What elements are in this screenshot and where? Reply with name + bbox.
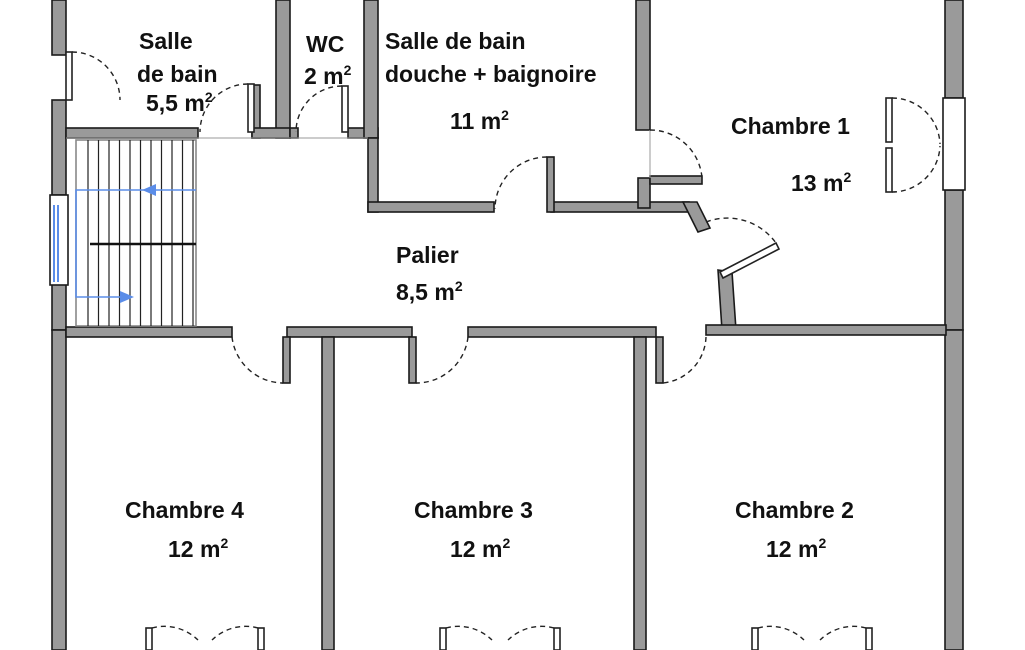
door-ch2	[662, 336, 707, 384]
wall-bath2-ch1	[635, 0, 651, 131]
wall-left-upper	[51, 0, 67, 56]
room-area-chambre4: 12 m2	[168, 535, 229, 562]
door-bath1	[199, 83, 255, 133]
door-ch1-right	[885, 97, 941, 193]
room-label-palier: Palier	[396, 242, 459, 268]
wall-angled-low	[717, 269, 737, 331]
room-label-chambre1: Chambre 1	[731, 113, 850, 139]
wall-wc-bottom	[289, 127, 299, 139]
wall-bath1-wc-top	[275, 0, 291, 139]
wall-right-top	[944, 0, 964, 99]
stair-treads	[87, 140, 194, 326]
wall-right-upper	[944, 189, 964, 331]
room-label-bath1-line2: de bain	[137, 61, 218, 87]
wall-wc-bath2	[363, 0, 379, 139]
room-area-chambre1: 13 m2	[791, 169, 852, 196]
window-ch2-bottom	[751, 625, 873, 650]
staircase	[75, 139, 197, 327]
door-ch4	[231, 336, 284, 384]
wall-angled	[681, 201, 712, 233]
wall-ch3-ch2	[633, 336, 647, 650]
wall-left-mid	[51, 99, 67, 196]
room-label-chambre3: Chambre 3	[414, 497, 533, 523]
wall-corridor-bottom-4	[705, 324, 947, 336]
room-area-chambre2: 12 m2	[766, 535, 827, 562]
stair-direction-line	[75, 189, 196, 298]
door-ch3	[415, 336, 469, 384]
wall-bath2-left-lower	[367, 137, 379, 213]
stair-arrow-down-icon	[120, 291, 134, 303]
wall-bath2-bottom-right	[550, 201, 690, 213]
wall-bath2-bottom-left	[367, 201, 495, 213]
room-label-bath2-line2: douche + baignoire	[385, 61, 597, 87]
stair-outline	[75, 139, 197, 327]
wall-ch4-door-jamb	[282, 336, 291, 384]
room-area-bath2: 11 m2	[450, 107, 509, 134]
wall-bath2-door-jamb	[546, 156, 555, 213]
stair-arrow-up-icon	[142, 184, 156, 196]
wall-bath2-ch1-low	[637, 177, 651, 209]
wall-left-lower	[51, 329, 67, 650]
room-area-chambre3: 12 m2	[450, 535, 511, 562]
door-wc	[295, 85, 349, 133]
room-label-chambre4: Chambre 4	[125, 497, 244, 523]
room-label-bath2-line1: Salle de bain	[385, 28, 526, 54]
room-label-wc: WC	[306, 31, 345, 57]
wall-corridor-bottom-1	[65, 326, 233, 338]
wall-corridor-bottom-2	[286, 326, 413, 338]
window-ch4-bottom	[145, 625, 265, 650]
wall-ch2-door-jamb	[655, 336, 664, 384]
room-area-bath1: 5,5 m2	[146, 89, 213, 116]
wall-corridor-bottom-3	[467, 326, 657, 338]
door-bath1-exterior	[65, 51, 121, 101]
window-ch3-bottom	[439, 625, 561, 650]
wall-ch1-stub	[649, 175, 703, 185]
wall-ch4-ch3	[321, 336, 335, 650]
door-ch1-side	[649, 129, 703, 179]
wall-bath1-bottom	[65, 127, 199, 139]
room-area-wc: 2 m2	[304, 62, 352, 89]
wall-right-lower	[944, 329, 964, 650]
wall-ch3-door-jamb	[408, 336, 417, 384]
room-label-chambre2: Chambre 2	[735, 497, 854, 523]
room-area-palier: 8,5 m2	[396, 278, 463, 305]
door-ch1-angled	[705, 217, 781, 280]
window-right-frame	[942, 97, 966, 191]
room-label-bath1-line1: Salle	[139, 28, 193, 54]
door-bath2	[494, 156, 548, 210]
wall-bath1-wc-bottom	[251, 127, 291, 139]
